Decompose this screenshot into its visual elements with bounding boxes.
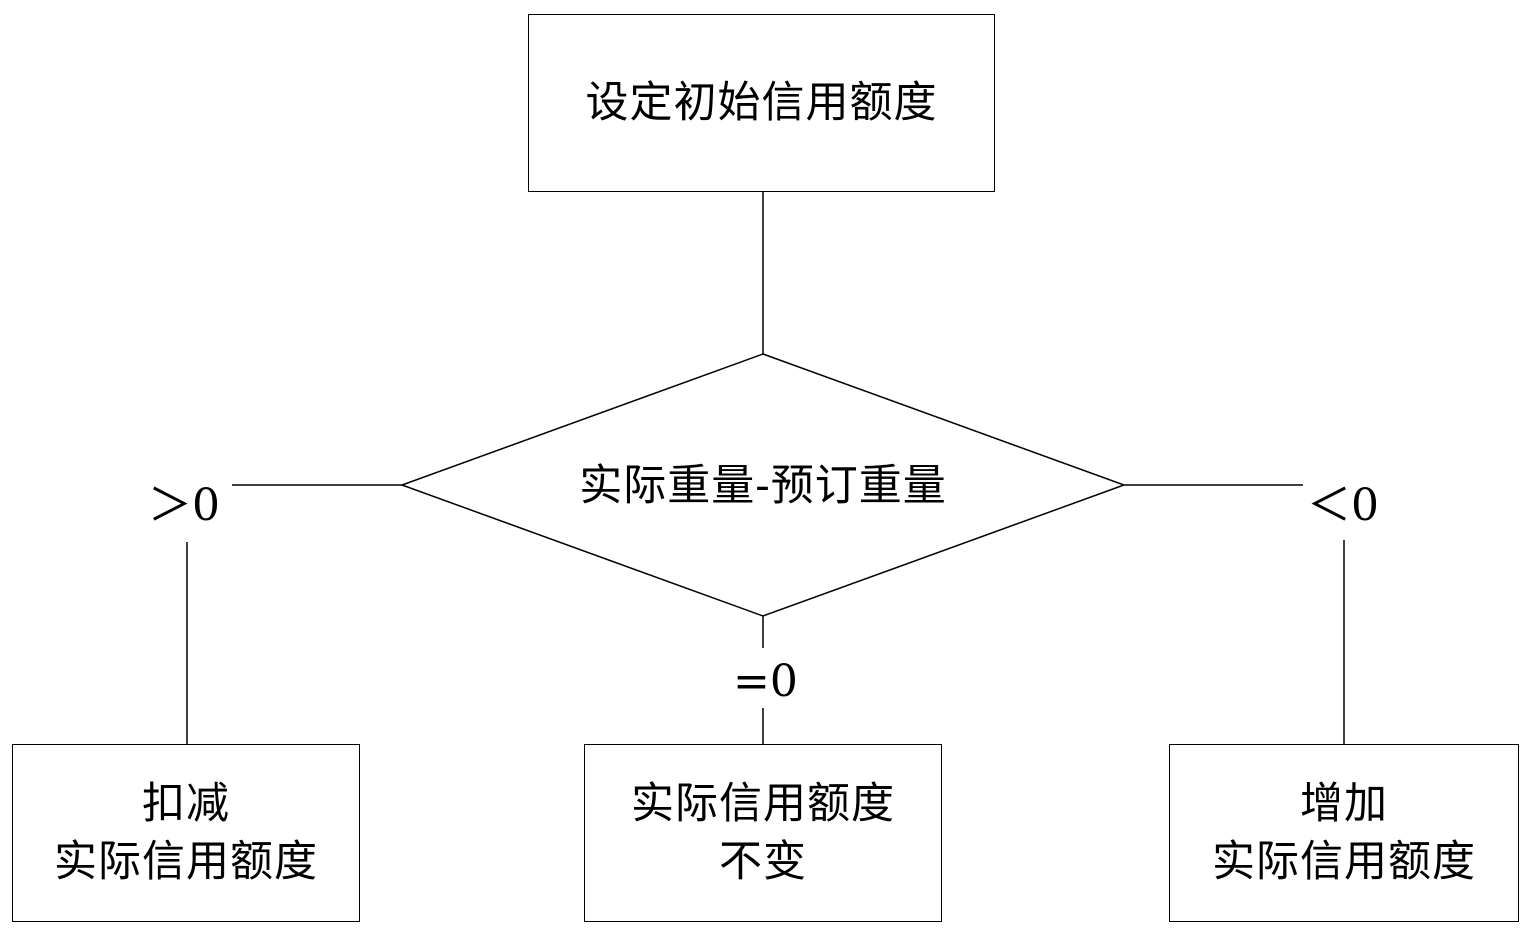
left-result-line2: 实际信用额度 — [54, 837, 318, 887]
middle-result-line1: 实际信用额度 — [631, 779, 895, 829]
branch-label-less: ＜0 — [1307, 480, 1379, 531]
left-result-node: 扣减 实际信用额度 — [12, 744, 360, 922]
branch-label-greater: ＞0 — [148, 480, 220, 531]
right-result-node: 增加 实际信用额度 — [1169, 744, 1519, 922]
right-result-line1: 增加 — [1300, 779, 1388, 829]
middle-result-node: 实际信用额度 不变 — [584, 744, 942, 922]
middle-result-line2: 不变 — [719, 837, 807, 887]
decision-node-text: 实际重量-预订重量 — [579, 461, 947, 511]
left-result-line1: 扣减 — [142, 779, 230, 829]
right-result-line2: 实际信用额度 — [1212, 837, 1476, 887]
start-node: 设定初始信用额度 — [528, 14, 995, 192]
branch-label-equal: =0 — [733, 656, 798, 707]
start-node-text: 设定初始信用额度 — [585, 78, 938, 128]
